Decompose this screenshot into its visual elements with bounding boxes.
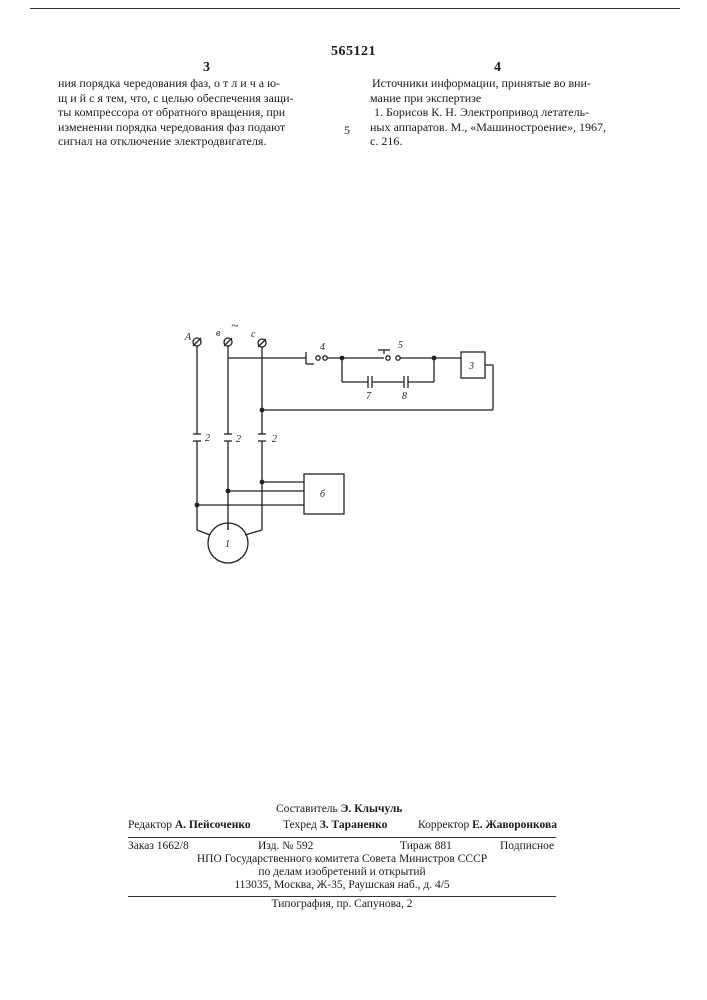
- editor-line: Редактор А. Пейсоченко: [128, 819, 251, 832]
- corrector-label: Корректор: [418, 819, 469, 831]
- label-contactor-2b: 2: [236, 434, 241, 445]
- label-contact-7: 7: [366, 391, 372, 402]
- editor-name: А. Пейсоченко: [175, 819, 251, 831]
- edition-number: Изд. № 592: [258, 840, 313, 853]
- label-button-5: 5: [398, 340, 403, 351]
- compiler-name: Э. Клычуль: [341, 803, 403, 815]
- subscription: Подписное: [500, 840, 554, 853]
- label-contact-8: 8: [402, 391, 407, 402]
- compiler-line: Составитель Э. Клычуль: [276, 803, 402, 816]
- label-ac: ~: [231, 319, 239, 334]
- label-phase-b: в: [216, 328, 221, 339]
- order-number: Заказ 1662/8: [128, 840, 189, 853]
- techred-label: Техред: [283, 819, 317, 831]
- corrector-name: Е. Жаворонкова: [472, 819, 557, 831]
- label-block-6: б: [320, 489, 326, 500]
- label-phase-c: с: [251, 329, 256, 340]
- techred-name: З. Тараненко: [320, 819, 388, 831]
- label-motor-1: 1: [225, 539, 230, 550]
- compiler-label: Составитель: [276, 803, 338, 815]
- footer-rule-2: [128, 896, 556, 897]
- label-switch-4: 4: [320, 342, 325, 353]
- org-line-2: по делам изобретений и открытий: [128, 866, 556, 879]
- org-line-1: НПО Государственного комитета Совета Мин…: [128, 853, 556, 866]
- circulation: Тираж 881: [400, 840, 452, 853]
- techred-line: Техред З. Тараненко: [283, 819, 387, 832]
- label-contactor-2c: 2: [272, 434, 277, 445]
- footer-rule: [128, 837, 556, 838]
- address: 113035, Москва, Ж-35, Раушская наб., д. …: [128, 879, 556, 892]
- corrector-line: Корректор Е. Жаворонкова: [418, 819, 557, 832]
- editor-label: Редактор: [128, 819, 172, 831]
- printer: Типография, пр. Сапунова, 2: [128, 898, 556, 911]
- label-relay-3: 3: [468, 361, 474, 372]
- label-contactor-2a: 2: [205, 433, 210, 444]
- label-phase-a: A: [184, 332, 192, 343]
